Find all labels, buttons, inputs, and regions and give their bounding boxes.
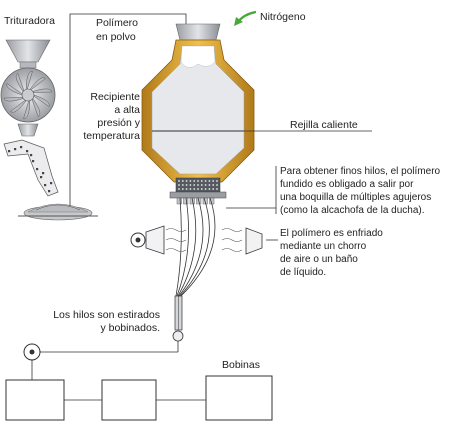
spinneret-hole	[200, 180, 203, 182]
grinder-hopper	[5, 39, 51, 63]
spinneret-hole	[178, 180, 180, 182]
spinneret-hole	[200, 184, 203, 186]
process-box-1	[5, 379, 65, 421]
spinneret-hole	[189, 188, 192, 190]
powder-pile	[18, 203, 98, 221]
stretch-text-line2: y bobinados.	[100, 322, 160, 334]
cooling-text-line1: El polímero es enfriado	[280, 228, 383, 239]
nozzle-tip	[183, 197, 189, 205]
spinneret-hole	[185, 188, 188, 190]
stretch-text-line1: Los hilos son estirados	[53, 309, 160, 321]
vessel-chamber	[151, 45, 245, 175]
spinneret-hole	[212, 188, 215, 190]
bobbins-label: Bobinas	[222, 359, 260, 371]
grinder-blade	[25, 71, 33, 90]
air-stream-left	[165, 228, 187, 252]
vessel-label-line1: Recipiente	[90, 91, 140, 103]
spinneret-hole	[193, 188, 196, 190]
hot-grid-label: Rejilla caliente	[290, 119, 358, 131]
spinneret-hole	[189, 184, 192, 186]
spinneret-hole	[189, 180, 192, 182]
cooling-text-line3: de aire o un baño	[280, 254, 358, 265]
spinneret-hole	[208, 184, 211, 186]
pressure-vessel	[141, 23, 255, 205]
nitrogen-arrow-icon	[234, 10, 257, 26]
vessel-label-line3: presión y	[97, 117, 140, 129]
chute-perforation	[42, 172, 45, 175]
grinder-blade	[10, 99, 27, 113]
spinneret-hole	[212, 184, 215, 186]
spinneret-hole	[204, 188, 207, 190]
spinneret-hole	[208, 180, 211, 182]
chute-perforation	[26, 150, 29, 153]
nozzle-tip	[176, 197, 182, 205]
chute-perforation	[48, 190, 51, 193]
spinneret-hole	[185, 184, 188, 186]
spinneret-hole	[200, 188, 203, 190]
grinder-blade	[23, 100, 31, 119]
grinder-blades	[3, 71, 53, 119]
chute-perforation	[32, 160, 35, 163]
spinneret-hole	[181, 188, 184, 190]
chute-perforation	[44, 184, 47, 187]
take-up-roller	[23, 343, 41, 361]
fiber-bundle	[175, 197, 216, 297]
chute-perforation	[20, 146, 23, 149]
vessel-label-line2: a alta	[114, 104, 140, 116]
grinder-blade	[29, 77, 46, 91]
grinder-blade	[15, 72, 25, 92]
chute-perforation	[50, 182, 53, 185]
bobbins-box	[205, 375, 273, 421]
spinneret-hole	[204, 184, 207, 186]
chute-perforation	[8, 150, 11, 153]
nozzle-text-line3: una boquilla de múltiples agujeros	[280, 192, 431, 203]
fiber-guide	[174, 295, 183, 331]
nitrogen-label: Nitrógeno	[260, 11, 306, 23]
spinneret-hole	[216, 180, 218, 182]
powder-feed-line	[69, 13, 187, 206]
spinneret-hole	[197, 184, 199, 186]
spinneret-hole	[193, 180, 196, 182]
spinneret-hole	[216, 184, 218, 186]
grinder-blade	[3, 97, 24, 102]
grinder	[0, 39, 98, 221]
spinneret-hole	[216, 188, 218, 190]
spinneret-hole	[193, 184, 196, 186]
powder-label-line2: en polvo	[96, 31, 136, 43]
chute-perforation	[14, 148, 17, 151]
nozzle-text-line2: fundido es obligado a salir por	[280, 179, 414, 190]
spinneret-hole	[212, 180, 215, 182]
powder-label-line1: Polímero	[96, 17, 138, 29]
conveyor-chute	[3, 139, 59, 197]
grinder-blade	[32, 88, 53, 93]
cooling-text-line4: de líquido.	[280, 267, 326, 278]
chute-perforation	[40, 176, 43, 179]
air-outlet-icon	[245, 227, 263, 255]
spinneret-hole	[181, 184, 184, 186]
cooling-text-line2: mediante un chorro	[280, 241, 367, 252]
spinneret-hole	[204, 180, 207, 182]
vessel-label-line4: temperatura	[83, 130, 140, 142]
grinder-blade	[31, 98, 41, 118]
guide-roller	[172, 330, 184, 342]
spinneret-hole	[178, 188, 180, 190]
spinneret-hole	[197, 188, 199, 190]
chute-perforation	[30, 154, 33, 157]
spinneret-hole	[197, 180, 199, 182]
grinder-blade	[33, 94, 50, 107]
spinneret-hole	[185, 180, 188, 182]
air-blower-icon	[130, 225, 165, 255]
spinneret-hole	[178, 184, 180, 186]
air-stream-right	[221, 228, 243, 252]
nozzle-text-line1: Para obtener finos hilos, el polímero	[280, 166, 441, 177]
grinder-label: Trituradora	[4, 15, 55, 27]
spinneret-hole	[181, 180, 184, 182]
nozzle-text-line4: (como la alcachofa de la ducha).	[280, 205, 425, 216]
grinder-blade	[6, 83, 23, 96]
spinneret-hole	[208, 188, 211, 190]
process-box-2	[101, 379, 157, 421]
chute-perforation	[36, 168, 39, 171]
